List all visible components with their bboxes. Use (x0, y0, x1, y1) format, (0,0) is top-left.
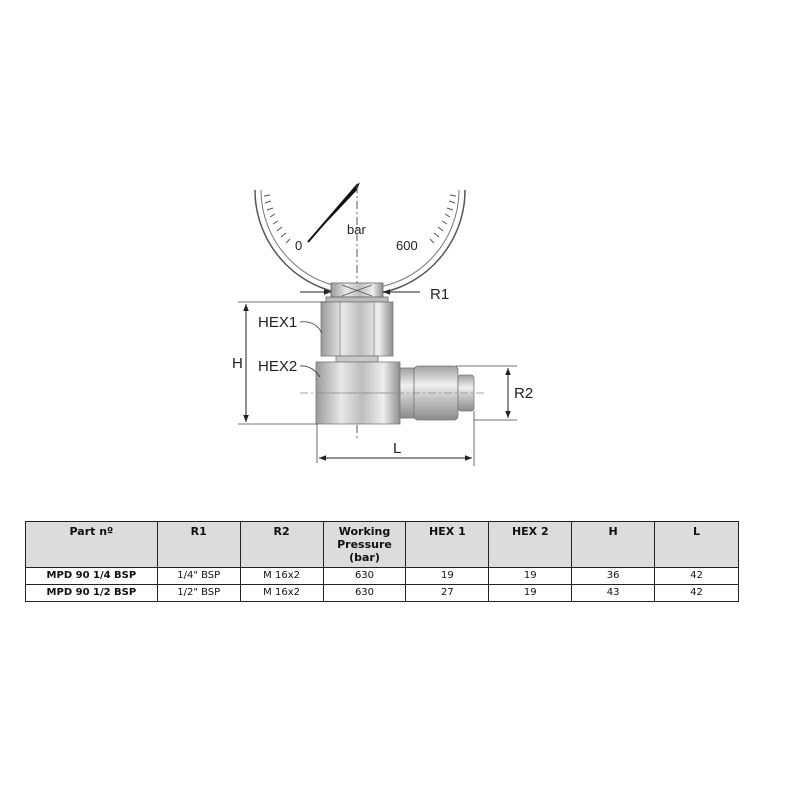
cell-h: 36 (571, 567, 656, 585)
pressure-gauge: 0 bar 600 (254, 182, 466, 296)
header-r2: R2 (239, 521, 324, 568)
cell-l: 42 (654, 584, 739, 602)
cell-hex2: 19 (488, 567, 573, 585)
cell-r2: M 16x2 (239, 584, 324, 602)
r2-dimension: R2 (456, 365, 533, 421)
table-row: MPD 90 1/2 BSP 1/2" BSP M 16x2 630 27 19… (25, 584, 739, 602)
hex1-label: HEX1 (258, 314, 297, 331)
cell-r1: 1/4" BSP (156, 567, 241, 585)
header-hex1: HEX 1 (405, 521, 490, 568)
hex2-label: HEX2 (258, 358, 297, 375)
specification-table: Part nº R1 R2 Working Pressure (bar) HEX… (25, 521, 739, 602)
header-r1: R1 (156, 521, 241, 568)
r1-label: R1 (430, 286, 449, 303)
table-header-row: Part nº R1 R2 Working Pressure (bar) HEX… (25, 521, 739, 568)
header-hex2: HEX 2 (488, 521, 573, 568)
gauge-min-label: 0 (295, 238, 302, 253)
cell-r1: 1/2" BSP (156, 584, 241, 602)
header-l: L (654, 521, 739, 568)
l-label: L (393, 440, 401, 457)
technical-drawing: 0 bar 600 (232, 182, 533, 466)
cell-h: 43 (571, 584, 656, 602)
cell-l: 42 (654, 567, 739, 585)
header-h: H (571, 521, 656, 568)
header-working-pressure: Working Pressure (bar) (322, 521, 407, 568)
header-part: Part nº (25, 521, 158, 568)
cell-pressure: 630 (322, 584, 407, 602)
r1-thread (325, 282, 389, 303)
hex1-nut (320, 301, 394, 363)
r2-label: R2 (514, 385, 533, 402)
l-dimension: L (316, 411, 475, 466)
cell-hex2: 19 (488, 584, 573, 602)
h-label: H (232, 355, 243, 372)
gauge-max-label: 600 (396, 238, 418, 253)
table-row: MPD 90 1/4 BSP 1/4" BSP M 16x2 630 19 19… (25, 567, 739, 585)
h-dimension: H (232, 301, 326, 425)
cell-r2: M 16x2 (239, 567, 324, 585)
r1-dimension: R1 (300, 286, 449, 303)
cell-part: MPD 90 1/4 BSP (25, 567, 158, 585)
cell-hex1: 19 (405, 567, 490, 585)
cell-part: MPD 90 1/2 BSP (25, 584, 158, 602)
cell-hex1: 27 (405, 584, 490, 602)
cell-pressure: 630 (322, 567, 407, 585)
